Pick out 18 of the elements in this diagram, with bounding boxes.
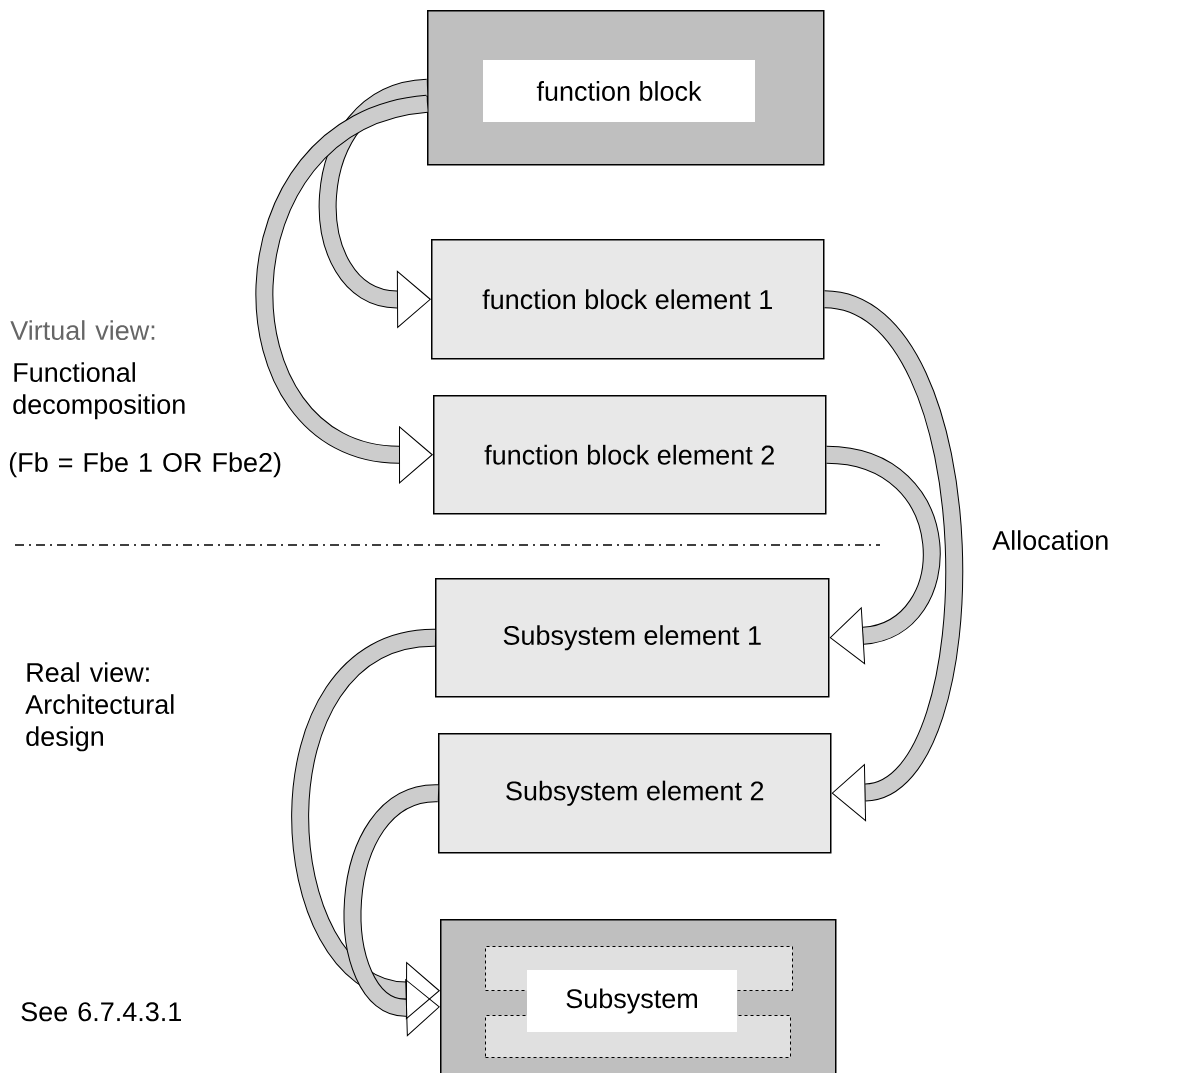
side-label: Virtual view: — [10, 320, 155, 341]
curved-arrow — [825, 445, 941, 665]
element-box: Subsystem element 2 — [438, 733, 832, 854]
curved-arrow — [822, 290, 963, 822]
subsystem-box: Subsystem — [440, 919, 837, 1073]
side-label: See 6.7.4.3.1 — [21, 1002, 181, 1022]
side-label: Functional decomposition — [13, 362, 185, 420]
curved-arrow — [255, 94, 433, 484]
curved-arrow — [291, 628, 440, 1020]
side-label: (Fb = Fbe 1 OR Fbe2) — [9, 452, 281, 478]
side-label: Allocation — [992, 530, 1108, 551]
curved-arrow — [319, 78, 431, 328]
curved-arrow — [343, 784, 440, 1037]
element-box: function block element 1 — [431, 239, 825, 360]
function-box: function block — [427, 10, 825, 166]
element-box: function block element 2 — [433, 395, 827, 515]
side-label: Real view: Architectural design — [25, 662, 174, 752]
element-box: Subsystem element 1 — [435, 578, 830, 698]
